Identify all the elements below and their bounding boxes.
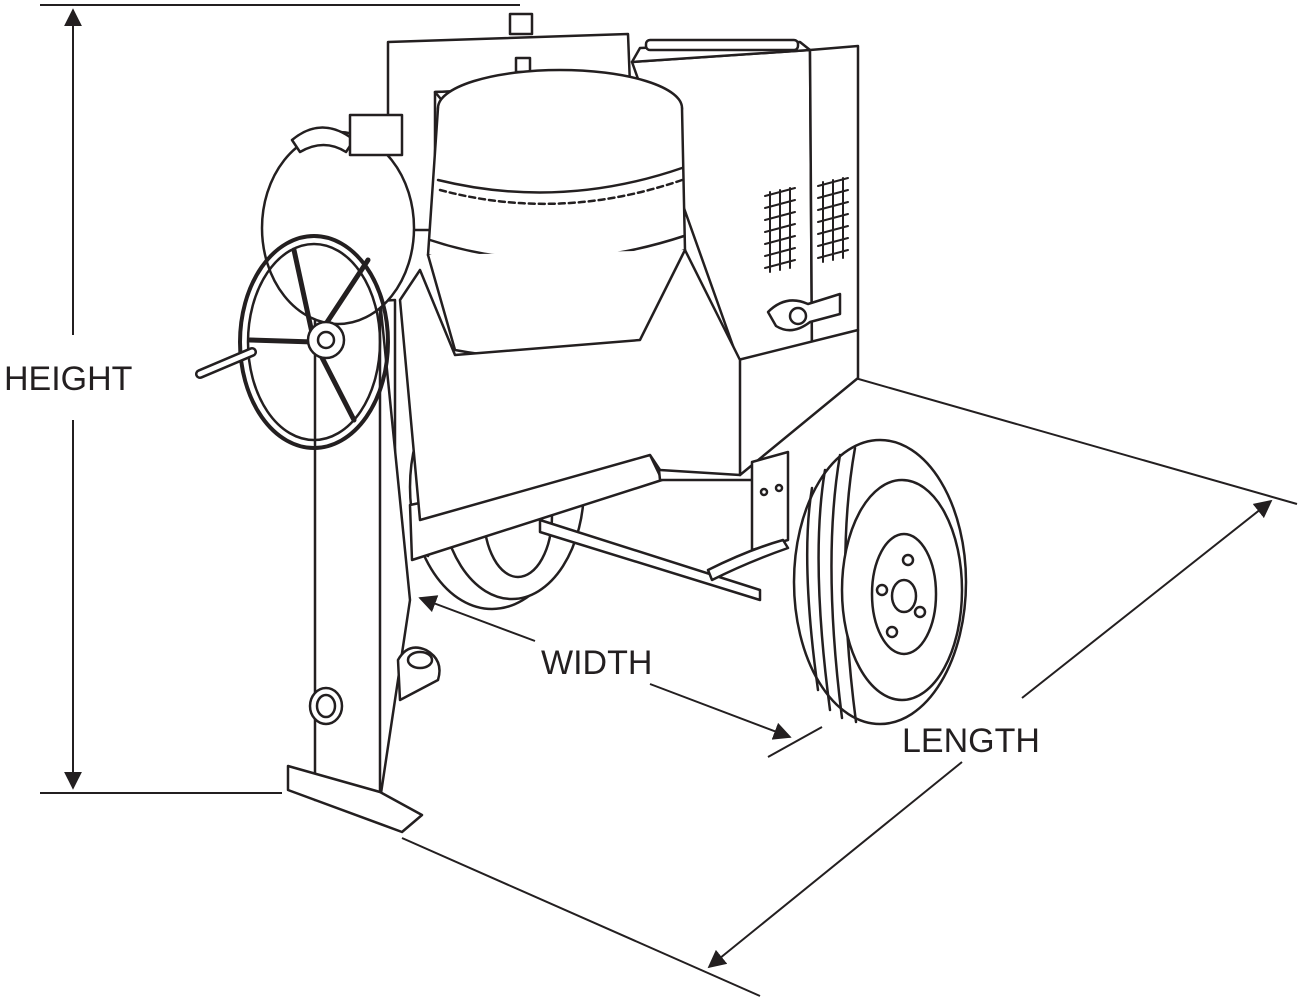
height-label: HEIGHT [4, 360, 133, 398]
tilt-handwheel [195, 234, 390, 450]
mixer-illustration [195, 12, 968, 834]
width-extension-line [767, 726, 823, 758]
hitch-bracket [706, 450, 790, 582]
height-dimension [40, 4, 520, 794]
width-arrow-left [418, 595, 536, 642]
engine-vent-left [764, 187, 796, 273]
length-label: LENGTH [902, 722, 1040, 760]
drum-pedestal [398, 248, 742, 522]
length-arrow-down [707, 761, 963, 969]
width-arrow-right [649, 683, 792, 740]
engine-vent-right [817, 177, 849, 263]
length-front-extension-line [401, 837, 761, 997]
gear-cover [260, 113, 416, 326]
mixer-drum [426, 68, 687, 360]
wheel-hub-cap [890, 578, 918, 614]
front-wheel [792, 438, 968, 726]
length-arrow-up [1021, 499, 1273, 699]
width-dimension [418, 595, 823, 758]
width-label: WIDTH [541, 644, 653, 682]
length-rear-extension-line [854, 377, 1298, 505]
length-dimension [401, 377, 1298, 997]
engine-enclosure [630, 38, 860, 477]
